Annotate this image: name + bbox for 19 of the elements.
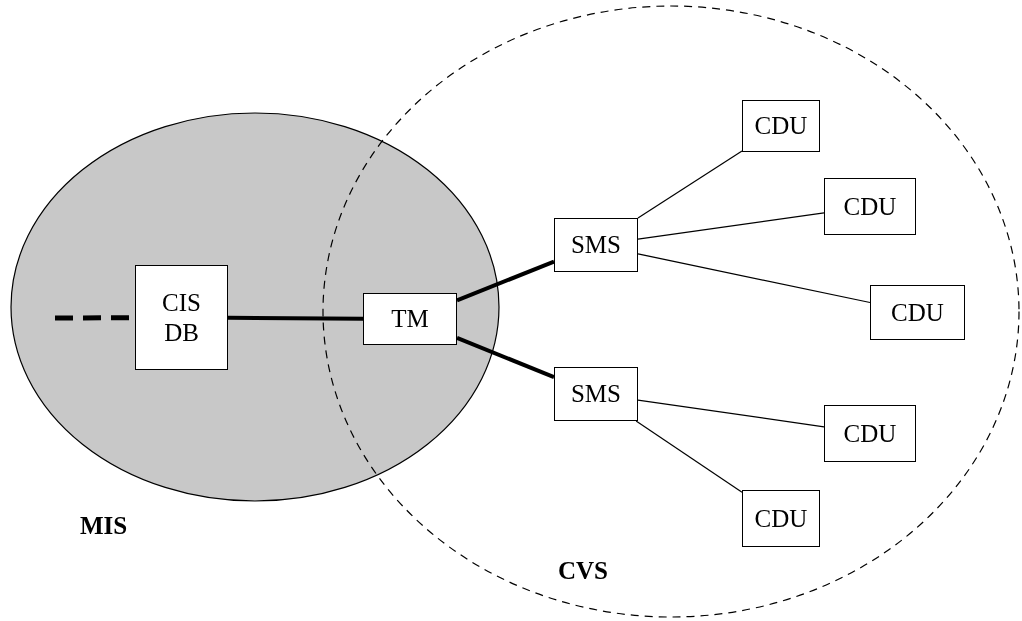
connector-line xyxy=(228,315,363,321)
region-label: MIS xyxy=(80,512,128,540)
process-box: CDU xyxy=(824,178,916,235)
connector-line xyxy=(637,150,743,219)
process-box: CDU xyxy=(870,285,965,340)
process-box: CDU xyxy=(742,490,820,547)
connector-line xyxy=(635,420,743,493)
process-box: CDU xyxy=(742,100,820,152)
process-box: SMS xyxy=(554,367,638,421)
connector-line xyxy=(637,399,825,428)
region-label: CVS xyxy=(558,557,608,585)
process-box: SMS xyxy=(554,218,638,272)
connector-line xyxy=(637,212,825,240)
process-box: TM xyxy=(363,293,457,345)
connector-line xyxy=(637,253,871,304)
process-box: CIS DB xyxy=(135,265,228,370)
connector-line xyxy=(456,336,555,379)
connector-line xyxy=(456,259,555,303)
process-box: CDU xyxy=(824,405,916,462)
